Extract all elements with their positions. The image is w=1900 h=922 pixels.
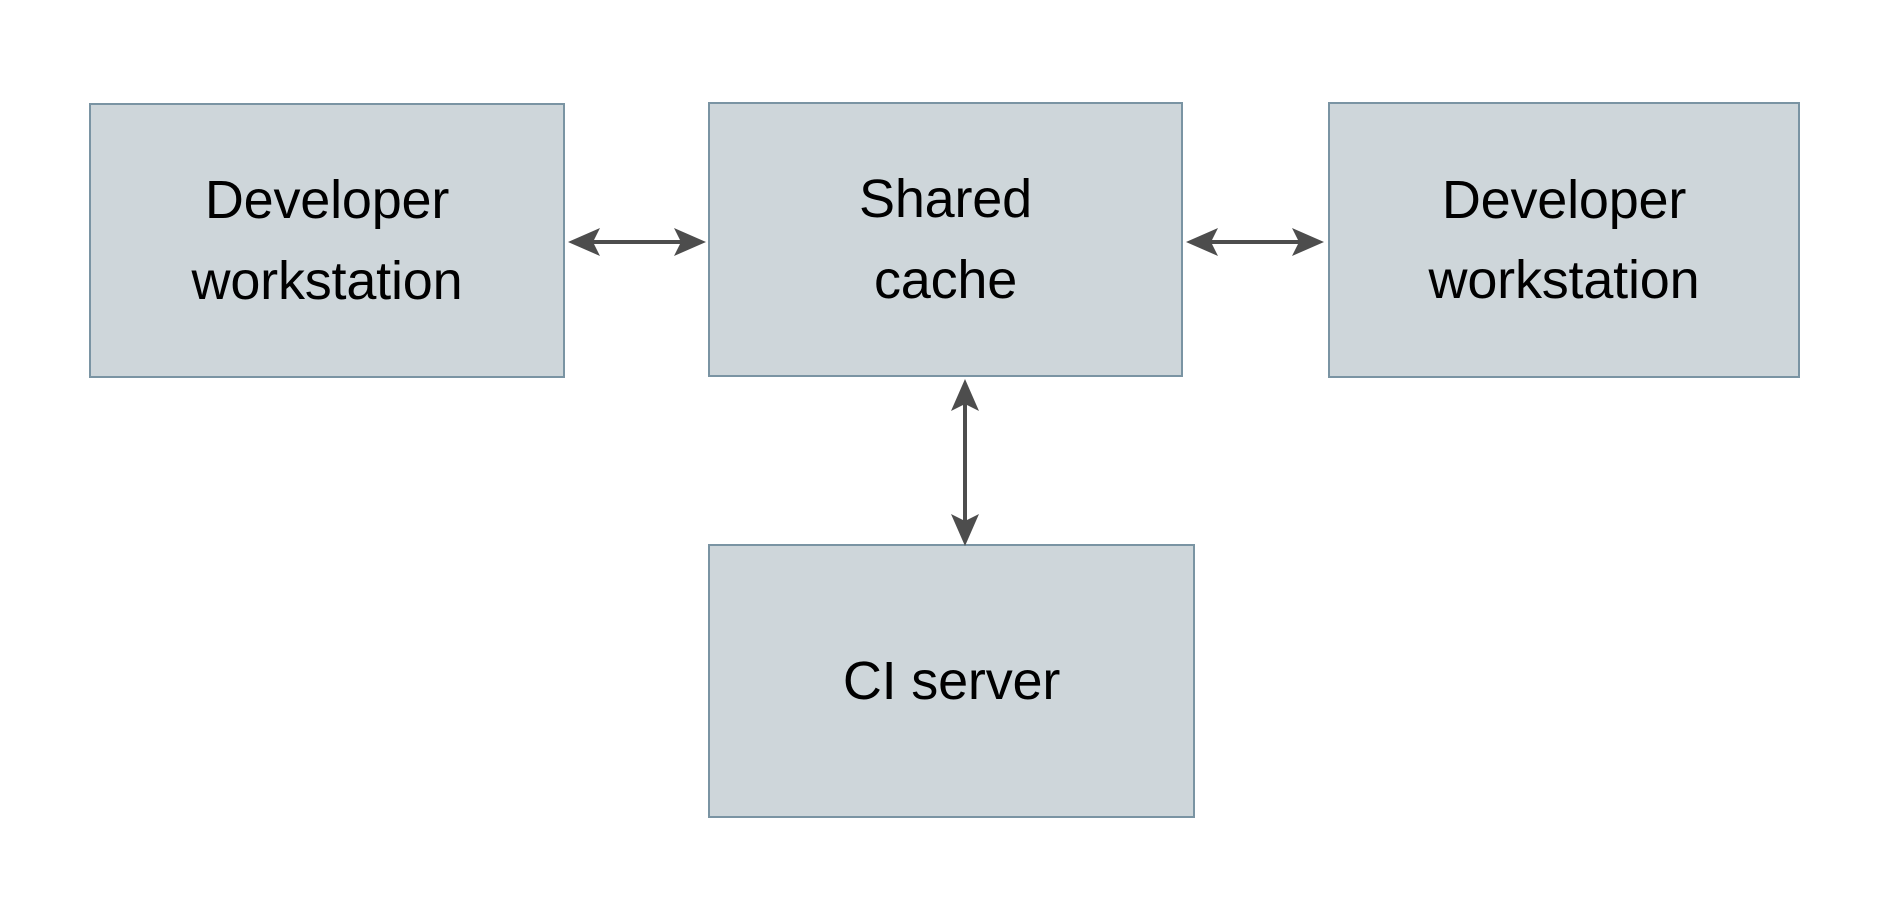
double-arrow-icon: [568, 228, 706, 256]
node-shared-cache[interactable]: Shared cache: [708, 102, 1183, 377]
node-label: Shared cache: [859, 169, 1032, 310]
double-arrow-icon: [1186, 228, 1324, 256]
edge-shared-cache-to-dev-right[interactable]: [1186, 222, 1324, 262]
node-label: Developer workstation: [191, 170, 463, 311]
edge-shared-cache-to-ci-server[interactable]: [945, 379, 985, 546]
node-dev-workstation-left[interactable]: Developer workstation: [89, 103, 565, 378]
node-ci-server[interactable]: CI server: [708, 544, 1195, 818]
edge-dev-left-to-shared-cache[interactable]: [568, 222, 706, 262]
node-label: Developer workstation: [1428, 169, 1700, 310]
double-arrow-icon: [951, 379, 979, 546]
node-label: CI server: [842, 650, 1061, 711]
node-dev-workstation-right[interactable]: Developer workstation: [1328, 102, 1800, 378]
